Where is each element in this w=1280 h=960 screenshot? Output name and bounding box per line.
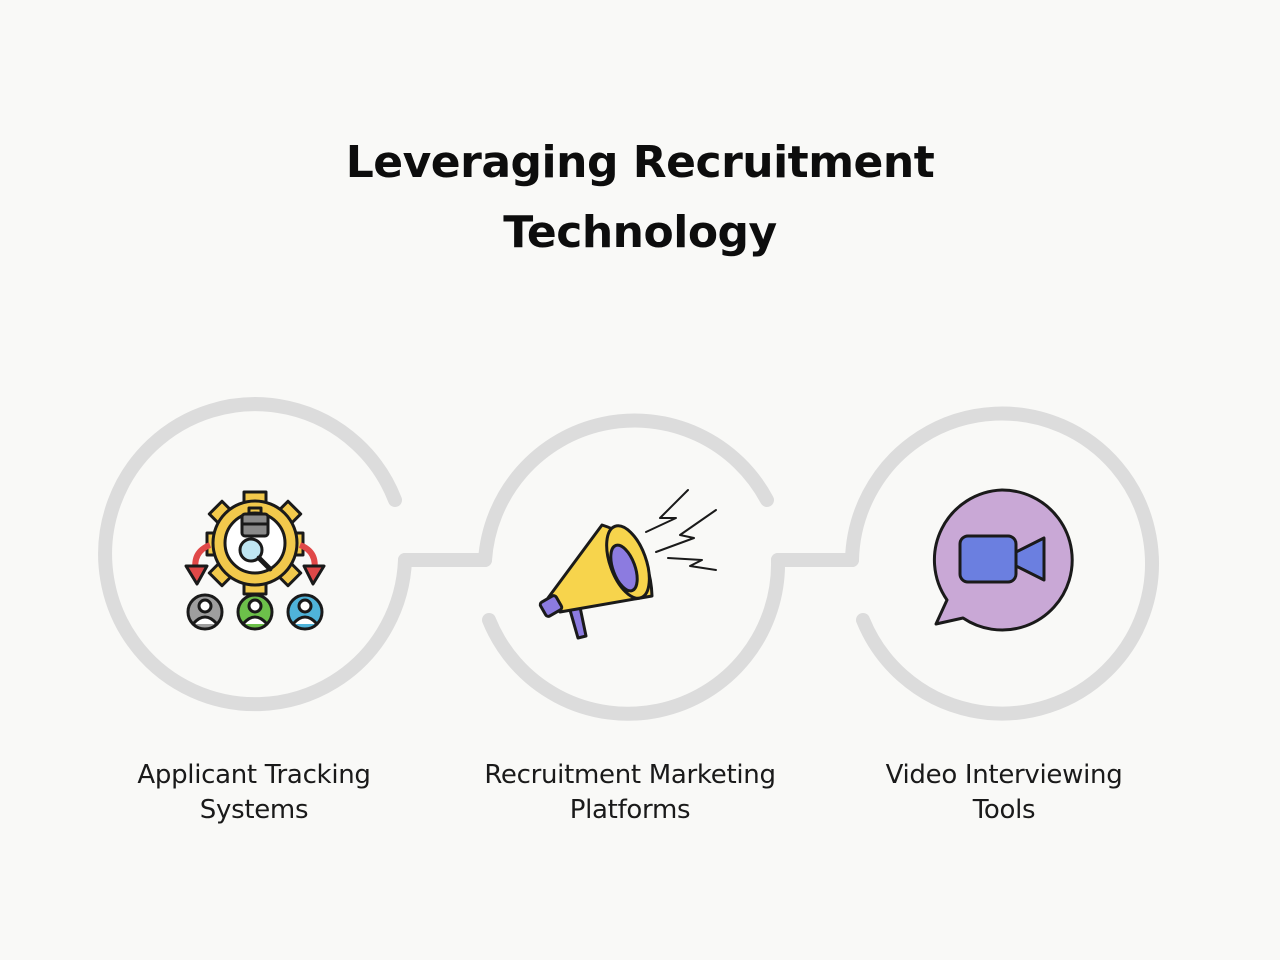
step-label-applicant-tracking: Applicant Tracking Systems xyxy=(84,758,424,828)
step-label-video-interviewing: Video Interviewing Tools xyxy=(834,758,1174,828)
step-1-line-2: Systems xyxy=(199,795,309,825)
page-title-line-1: Leveraging Recruitment xyxy=(345,137,935,188)
ring-2-bottom xyxy=(482,553,786,721)
step-1-line-1: Applicant Tracking xyxy=(137,760,371,790)
step-3-line-2: Tools xyxy=(972,795,1036,825)
ring-1 xyxy=(98,397,412,712)
step-label-recruitment-marketing: Recruitment Marketing Platforms xyxy=(460,758,800,828)
video-chat-icon xyxy=(932,488,1074,632)
ring-3 xyxy=(845,406,1159,721)
connector-rings xyxy=(98,397,1159,721)
ring-2-top xyxy=(478,413,774,567)
page-title-line-2: Technology xyxy=(503,207,777,258)
gear-people-icon xyxy=(184,490,326,631)
step-2-line-2: Platforms xyxy=(569,795,691,825)
page-title: Leveraging Recruitment Technology xyxy=(0,128,1280,268)
step-2-line-1: Recruitment Marketing xyxy=(484,760,776,790)
megaphone-icon xyxy=(538,489,717,640)
step-3-line-1: Video Interviewing xyxy=(885,760,1123,790)
